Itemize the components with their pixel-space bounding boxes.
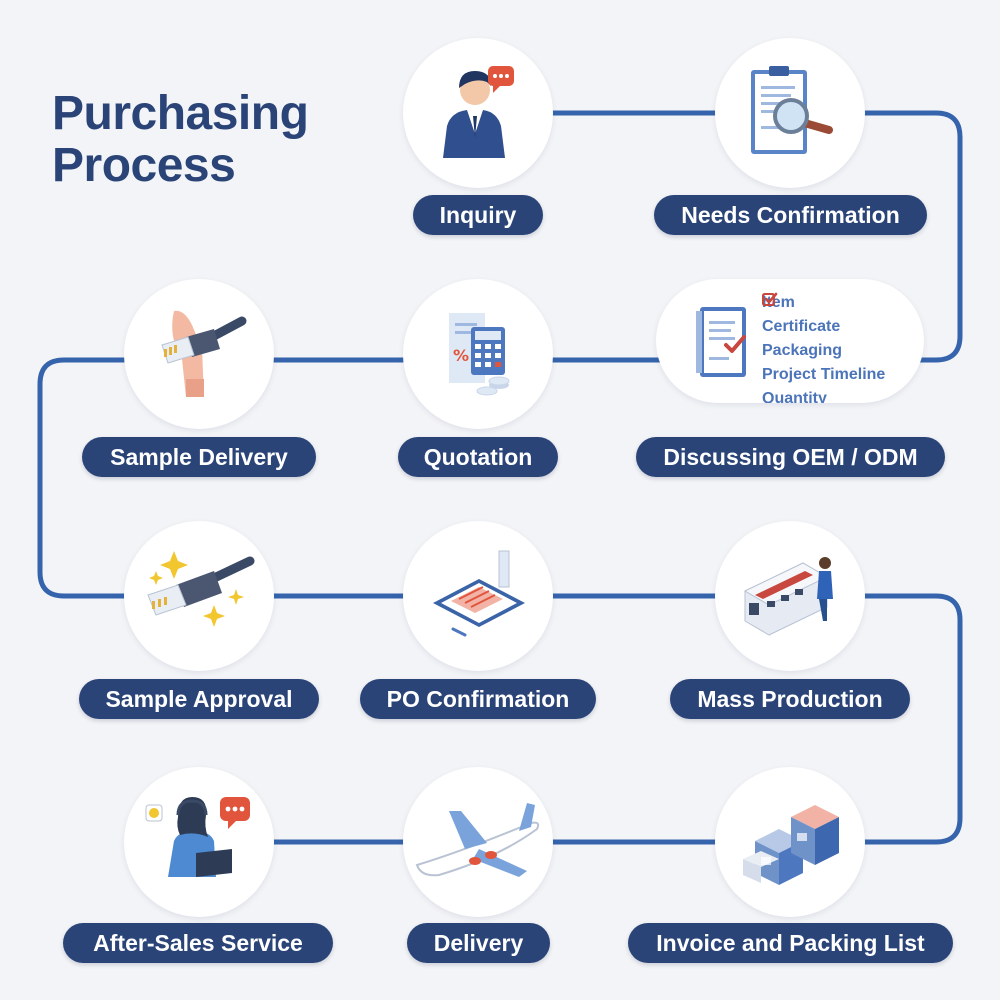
checklist-item-label: Quantity [762,390,827,403]
page-title: Purchasing Process [52,87,309,192]
title-line-1: Purchasing [52,87,309,140]
step-after-sales-label: After-Sales Service [63,923,333,963]
checklist-item-label: Item [762,294,795,311]
boxes-icon [743,805,839,885]
step-needs-confirmation-circle [715,38,865,188]
checklist-item: Item [762,291,885,315]
step-quotation-circle: % [403,279,553,429]
checklist-item: Certificate [762,292,885,339]
tablet-document-icon [433,550,525,637]
step-po-confirmation-circle [403,521,553,671]
connector-sample-delivery-to-approval [37,357,199,599]
title-line-2: Process [52,139,236,192]
checklist-item: Project Timeline [762,292,886,387]
step-sample-approval-label: Sample Approval [79,679,319,719]
step-quotation-label: Quotation [398,437,558,477]
step-delivery-circle [403,767,553,917]
support-agent-icon [145,797,250,877]
step-invoice-packing-label: Invoice and Packing List [628,923,953,963]
customer-chat-icon [443,66,514,158]
step-needs-confirmation-label: Needs Confirmation [654,195,927,235]
factory-worker-icon [743,557,833,636]
step-inquiry-circle [403,38,553,188]
calculator-receipt-icon: % [449,313,510,396]
step-mass-production-label: Mass Production [670,679,910,719]
checklist-notebook-icon [696,307,746,377]
checklist-item-label: Certificate [762,318,841,335]
step-sample-delivery-circle [124,279,274,429]
checklist-item-label: Project Timeline [762,366,886,383]
step-po-confirmation-label: PO Confirmation [360,679,596,719]
step-sample-delivery-label: Sample Delivery [82,437,316,477]
oem-checklist: Item Certificate Packaging Project Timel… [762,291,885,403]
step-delivery-label: Delivery [407,923,550,963]
step-oem-odm-circle: Item Certificate Packaging Project Timel… [656,279,924,403]
clipboard-magnifier-icon [751,66,833,154]
step-after-sales-circle [124,767,274,917]
connector-needs-to-oem [790,110,963,363]
step-invoice-packing-circle [715,767,865,917]
step-sample-approval-circle [124,521,274,671]
svg-text:%: % [453,346,469,365]
hand-cable-icon [161,310,247,397]
step-oem-odm-label: Discussing OEM / ODM [636,437,945,477]
checkbox-checked-icon [762,292,778,306]
connector-mass-to-invoice [790,593,963,845]
checklist-item-label: Packaging [762,342,843,359]
sparkle-cable-icon [147,551,255,627]
checklist-item: Quantity [762,292,885,403]
checklist-item: Packaging [762,292,885,363]
airplane-icon [415,803,540,877]
step-mass-production-circle [715,521,865,671]
step-inquiry-label: Inquiry [413,195,543,235]
